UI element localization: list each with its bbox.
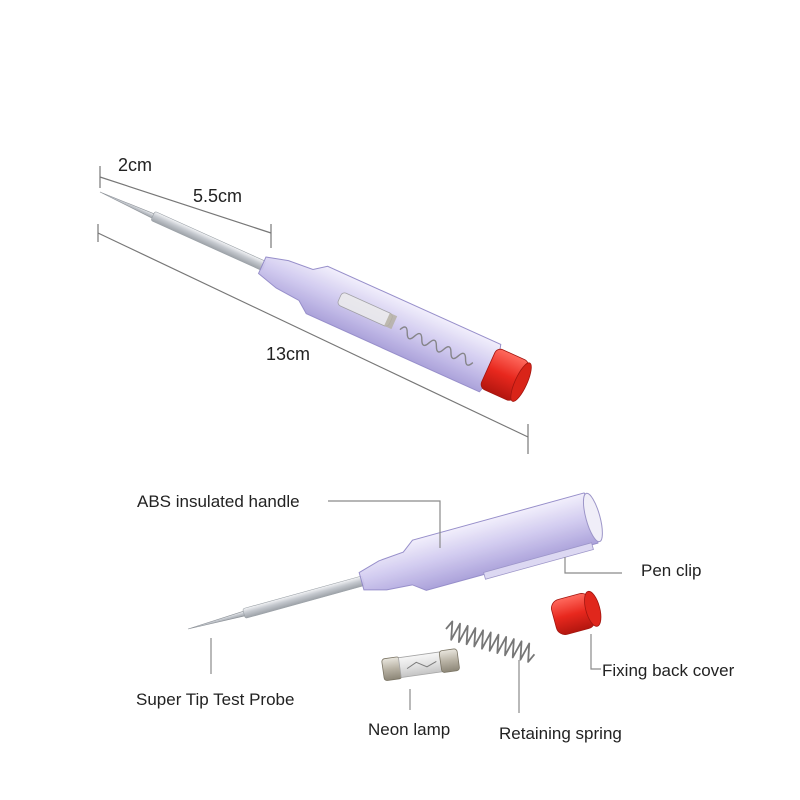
- pen-clip: [483, 542, 594, 580]
- dim-shaft-label: 5.5cm: [193, 186, 242, 206]
- leader-pen-clip: [564, 557, 622, 574]
- label-probe: Super Tip Test Probe: [136, 690, 294, 709]
- leader-handle: [328, 500, 441, 548]
- top-tester: [99, 191, 532, 402]
- back-cover-face: [584, 590, 602, 627]
- probe-shaft-2: [242, 576, 365, 619]
- dim-total-label: 13cm: [266, 344, 310, 364]
- inner-lamp-end: [384, 313, 398, 330]
- label-pen-clip: Pen clip: [641, 561, 701, 580]
- back-cover-part: [551, 590, 602, 635]
- total-dim-line: [97, 232, 529, 438]
- dimension-lines: [97, 166, 529, 454]
- dim-tip-label: 2cm: [118, 155, 152, 175]
- leader-lines: [210, 500, 622, 713]
- label-back-cover: Fixing back cover: [602, 661, 735, 680]
- lamp-glass: [397, 651, 444, 678]
- spring-part: [445, 620, 536, 663]
- neon-lamp-part: [381, 648, 460, 681]
- probe-shaft: [151, 211, 266, 271]
- label-neon-lamp: Neon lamp: [368, 720, 450, 739]
- lamp-filament: [406, 661, 437, 670]
- label-spring: Retaining spring: [499, 724, 622, 743]
- handle-open-end: [582, 492, 603, 543]
- probe-tip: [99, 191, 157, 220]
- lamp-cap-right: [438, 648, 460, 673]
- spring-coil: [445, 620, 536, 663]
- label-handle: ABS insulated handle: [137, 492, 300, 511]
- leader-back-cover: [590, 634, 601, 670]
- probe-tip-2: [187, 610, 247, 630]
- bottom-tester: [187, 492, 603, 630]
- handle-body-2: [358, 492, 599, 591]
- inner-spring: [399, 326, 474, 366]
- red-cap-face: [510, 362, 532, 402]
- tip-dim-line: [99, 176, 272, 234]
